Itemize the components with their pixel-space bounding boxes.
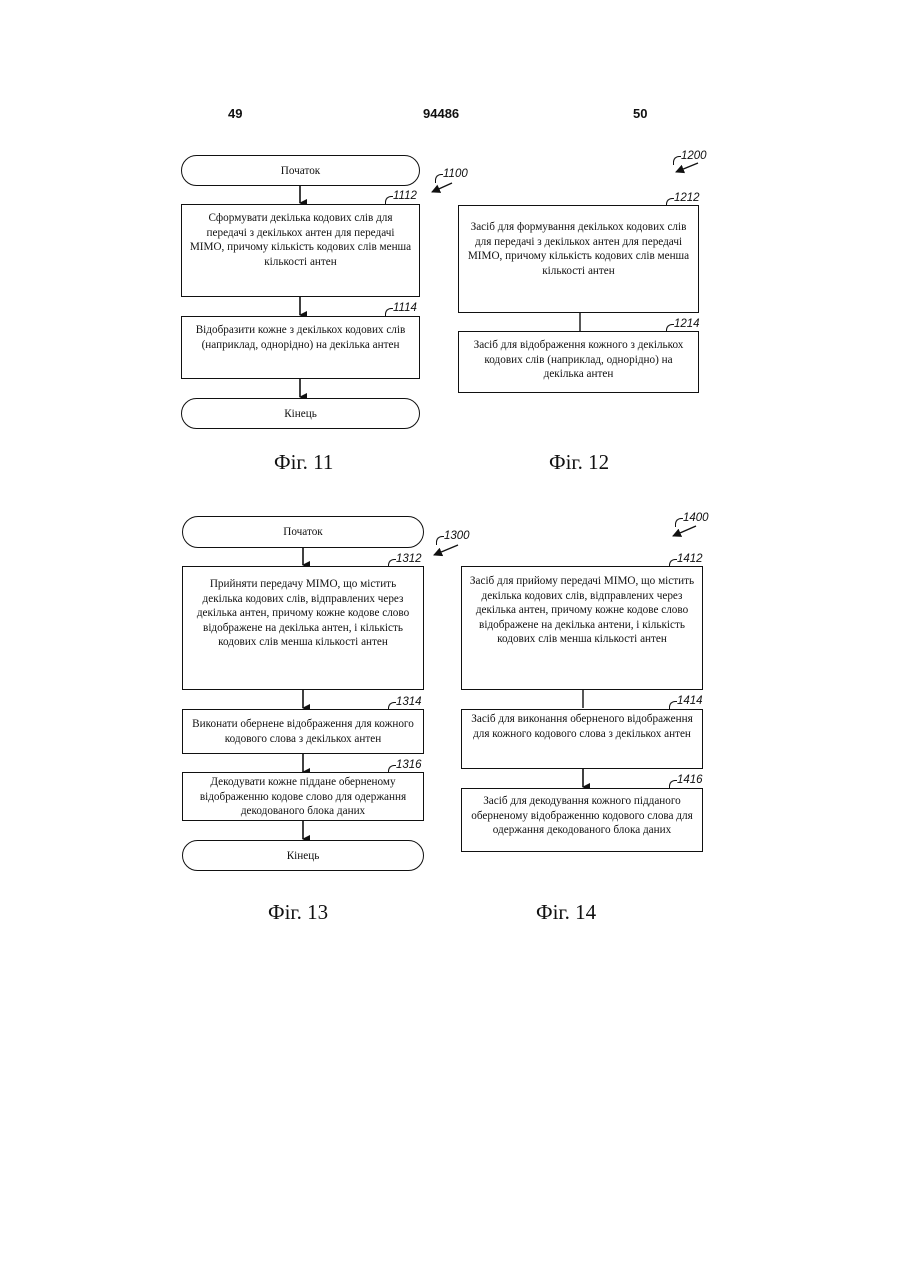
fig11-caption: Фіг. 11 xyxy=(274,450,333,475)
fig11-label: 1100 xyxy=(443,168,468,180)
fig11-label-arrow xyxy=(432,183,452,192)
fig13-label-arrow xyxy=(434,545,458,555)
fig14-caption: Фіг. 14 xyxy=(536,900,596,925)
fig14-block1-text: Засіб для прийому передачі MIMO, що міст… xyxy=(468,574,696,647)
fig12-label: 1200 xyxy=(681,150,707,162)
fig13-label: 1300 xyxy=(444,530,470,542)
fig13-step2-box: Виконати обернене відображення для кожно… xyxy=(182,709,424,754)
fig13-step2-text: Виконати обернене відображення для кожно… xyxy=(189,717,417,746)
fig11-start-terminal: Початок xyxy=(181,155,420,186)
fig11-step2-text: Відобразити кожне з декількох кодових сл… xyxy=(188,323,413,352)
fig12-block1-ref: 1212 xyxy=(674,192,700,204)
fig12-block1-text: Засіб для формування декількох кодових с… xyxy=(465,220,692,278)
fig13-step3-text: Декодувати кожне піддане оберненому відо… xyxy=(189,775,417,819)
fig13-start-terminal: Початок xyxy=(182,516,424,548)
fig14-block2-ref: 1414 xyxy=(677,695,703,707)
fig14-block2-box: Засіб для виконання оберненого відображе… xyxy=(461,709,703,769)
fig12-block2-text: Засіб для відображення кожного з декільк… xyxy=(465,338,692,382)
fig12-block2-box: Засіб для відображення кожного з декільк… xyxy=(458,331,699,393)
fig14-label: 1400 xyxy=(683,512,709,524)
fig14-block3-ref: 1416 xyxy=(677,774,703,786)
fig13-end-text: Кінець xyxy=(287,850,320,862)
fig11-start-text: Початок xyxy=(281,165,320,177)
fig14-block3-text: Засіб для декодування кожного підданого … xyxy=(468,794,696,838)
fig11-end-text: Кінець xyxy=(284,408,317,420)
fig14-block1-box: Засіб для прийому передачі MIMO, що міст… xyxy=(461,566,703,690)
fig13-step1-text: Прийняти передачу MIMO, що містить декіл… xyxy=(189,577,417,650)
fig11-step1-box: Сформувати декілька кодових слів для пер… xyxy=(181,204,420,297)
fig13-start-text: Початок xyxy=(283,526,322,538)
fig13-caption: Фіг. 13 xyxy=(268,900,328,925)
fig14-block3-box: Засіб для декодування кожного підданого … xyxy=(461,788,703,852)
fig12-block2-ref: 1214 xyxy=(674,318,700,330)
fig14-label-arrow xyxy=(673,526,696,536)
fig11-end-terminal: Кінець xyxy=(181,398,420,429)
fig13-step3-ref: 1316 xyxy=(396,759,422,771)
fig13-step1-box: Прийняти передачу MIMO, що містить декіл… xyxy=(182,566,424,690)
fig13-step2-ref: 1314 xyxy=(396,696,422,708)
fig12-block1-box: Засіб для формування декількох кодових с… xyxy=(458,205,699,313)
fig13-step3-box: Декодувати кожне піддане оберненому відо… xyxy=(182,772,424,821)
fig11-step2-box: Відобразити кожне з декількох кодових сл… xyxy=(181,316,420,379)
fig14-block1-ref: 1412 xyxy=(677,553,703,565)
fig11-step2-ref: 1114 xyxy=(393,302,417,314)
fig11-step1-text: Сформувати декілька кодових слів для пер… xyxy=(188,211,413,269)
fig11-step1-ref: 1112 xyxy=(393,190,417,202)
fig13-step1-ref: 1312 xyxy=(396,553,422,565)
fig13-end-terminal: Кінець xyxy=(182,840,424,871)
fig14-block2-text: Засіб для виконання оберненого відображе… xyxy=(468,712,696,741)
fig12-caption: Фіг. 12 xyxy=(549,450,609,475)
